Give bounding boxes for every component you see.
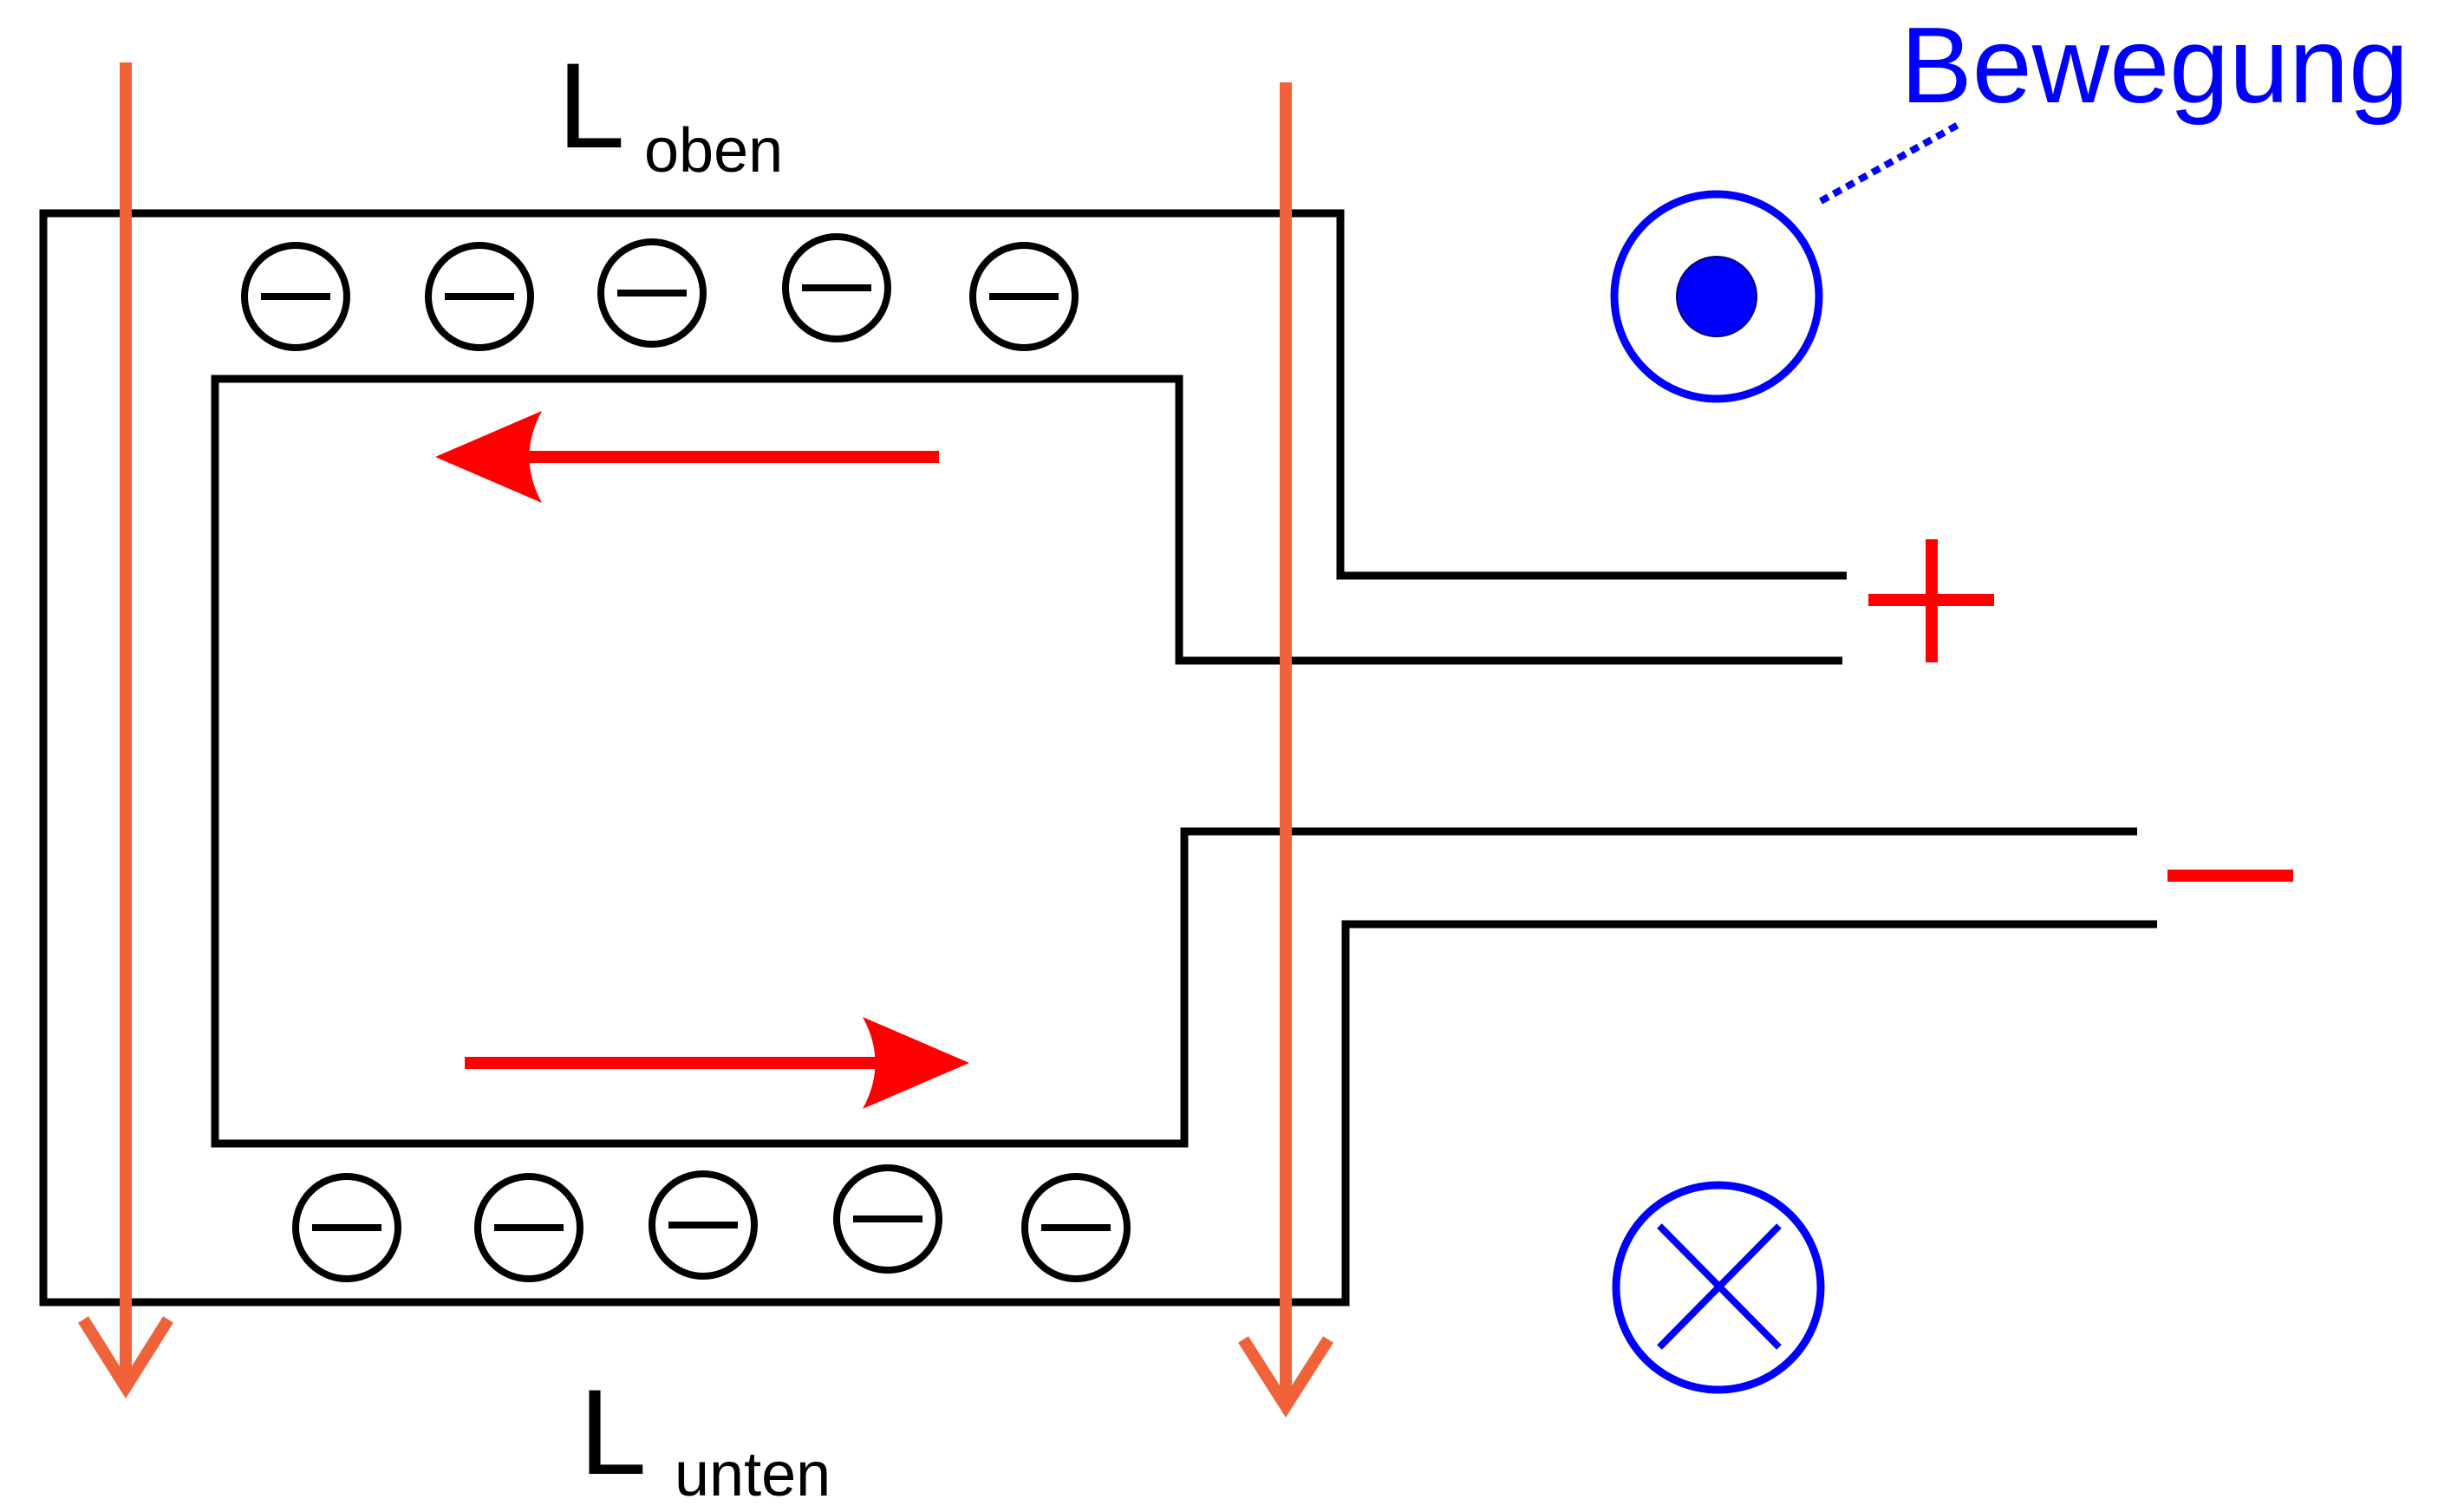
negative-charge bbox=[292, 1173, 401, 1282]
cross-in-circle-icon bbox=[1612, 1181, 1825, 1394]
motion-leader-line bbox=[1819, 120, 1963, 205]
negative-charge bbox=[969, 242, 1079, 351]
label-top-main: L bbox=[557, 37, 625, 173]
dot-in-circle-icon bbox=[1610, 190, 1823, 403]
current-arrow-bottom bbox=[465, 1017, 969, 1109]
negative-charge bbox=[649, 1170, 758, 1280]
label-bottom-sub: unten bbox=[675, 1440, 831, 1509]
terminal-positive bbox=[1868, 539, 1994, 662]
label-top-sub: oben bbox=[644, 116, 783, 186]
charges-bottom-row bbox=[292, 1164, 1131, 1282]
field-line-right bbox=[1238, 82, 1333, 1418]
field-lines bbox=[78, 62, 1333, 1418]
arrow-down-icon bbox=[1238, 1336, 1333, 1418]
label-motion: Bewegung bbox=[1900, 6, 2409, 126]
current-arrows bbox=[435, 411, 969, 1109]
negative-charge bbox=[241, 242, 350, 351]
negative-charge bbox=[782, 233, 891, 342]
negative-charge bbox=[1021, 1173, 1131, 1282]
charges-top-row bbox=[241, 233, 1079, 351]
negative-charge bbox=[425, 242, 534, 351]
arrow-down-icon bbox=[78, 1316, 173, 1399]
current-arrow-top bbox=[435, 411, 939, 503]
loop-inner-outline bbox=[211, 375, 2137, 1148]
conductor-loop bbox=[39, 209, 2157, 1307]
label-bottom-main: L bbox=[579, 1364, 647, 1500]
arrow-right-icon bbox=[863, 1017, 969, 1109]
loop-outer-outline bbox=[39, 209, 2157, 1307]
arrow-left-icon bbox=[435, 411, 542, 503]
negative-charge bbox=[833, 1164, 942, 1274]
negative-charge bbox=[597, 238, 707, 348]
negative-charge bbox=[474, 1173, 583, 1282]
field-line-left bbox=[78, 62, 173, 1399]
